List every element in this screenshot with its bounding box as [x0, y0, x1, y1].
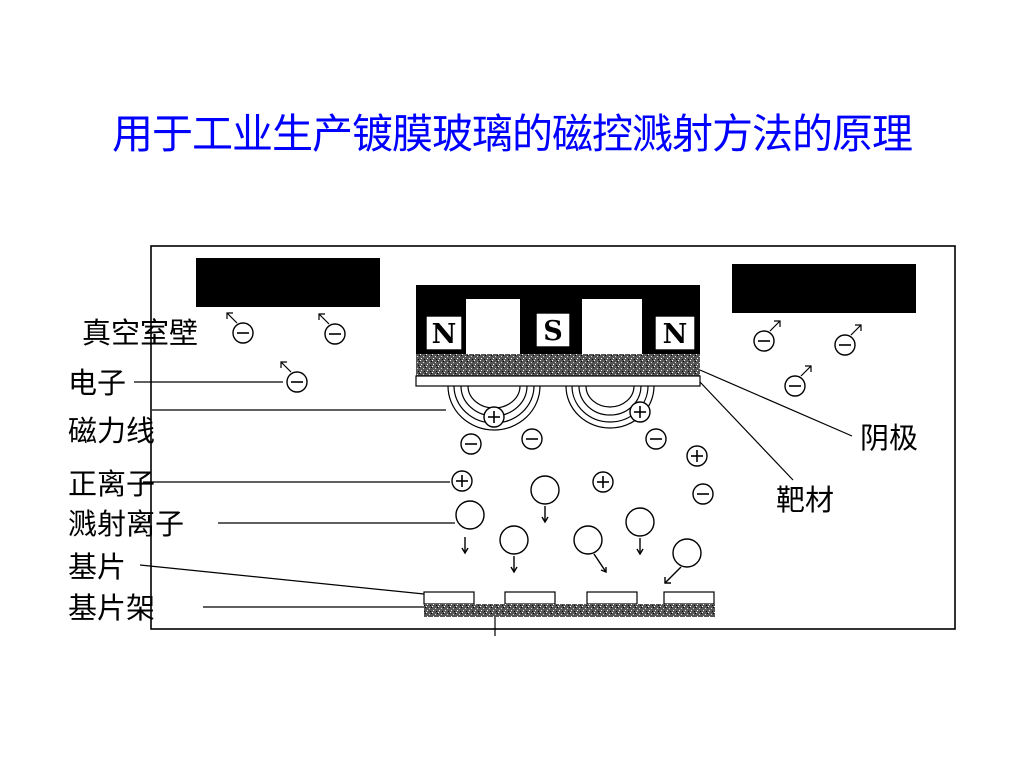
- sputtered-ion: [530, 475, 560, 523]
- substrate-holder: [424, 604, 715, 617]
- pole-box-n1: [425, 315, 463, 351]
- electron: [784, 365, 812, 397]
- pole-n1: N: [432, 319, 457, 350]
- substrate-piece: [504, 591, 556, 605]
- magnet-gap-1: [466, 299, 520, 354]
- page-title: 用于工业生产镀膜玻璃的磁控溅射方法的原理: [112, 110, 913, 158]
- electron: [834, 324, 862, 356]
- magnetic-field-lines: [447, 385, 655, 431]
- label-positive-ion: 正离子: [68, 467, 155, 501]
- substrate-piece: [663, 591, 715, 605]
- label-target: 靶材: [776, 483, 834, 517]
- substrate-assembly: [423, 591, 715, 636]
- label-chamber-wall: 真空室壁: [82, 316, 198, 350]
- vacuum-chamber-frame: [150, 245, 956, 630]
- positive-ion: [686, 445, 708, 467]
- electron: [460, 433, 482, 455]
- sputtered-ion: [625, 507, 655, 555]
- pole-box-s: [535, 312, 571, 348]
- sputtered-ions: [455, 475, 702, 584]
- sputtered-ion: [573, 525, 607, 574]
- magnet-assembly: N S N: [415, 285, 701, 387]
- positive-ion: [451, 470, 473, 492]
- label-electron: 电子: [68, 366, 126, 400]
- electron: [645, 428, 667, 450]
- pole-s: S: [543, 316, 563, 347]
- left-black-block: [196, 258, 380, 307]
- electron: [692, 483, 714, 505]
- label-field-lines: 磁力线: [68, 414, 155, 448]
- sputtered-ion: [455, 500, 485, 554]
- substrate-piece: [586, 591, 638, 605]
- sputtered-ion: [499, 525, 529, 573]
- positive-ion: [592, 471, 614, 493]
- substrate-piece: [423, 591, 475, 605]
- electron: [521, 428, 543, 450]
- electron: [226, 312, 254, 344]
- label-cathode: 阴极: [860, 421, 918, 455]
- electron: [318, 313, 346, 345]
- magnet-gap-2: [582, 299, 642, 354]
- leader-lines: [134, 369, 853, 608]
- electron: [280, 361, 308, 393]
- positive-ion: [483, 406, 505, 428]
- electron: [753, 320, 781, 352]
- label-substrate: 基片: [68, 550, 126, 584]
- right-black-block: [732, 264, 916, 313]
- sputtered-ion: [664, 538, 702, 584]
- target-plate: [415, 375, 701, 387]
- pole-box-n2: [654, 315, 696, 351]
- pole-n2: N: [663, 319, 688, 350]
- positive-ion: [629, 401, 651, 423]
- label-sputtered-ion: 溅射离子: [68, 507, 184, 541]
- target-layer: [416, 354, 700, 376]
- label-substrate-holder: 基片架: [68, 591, 155, 625]
